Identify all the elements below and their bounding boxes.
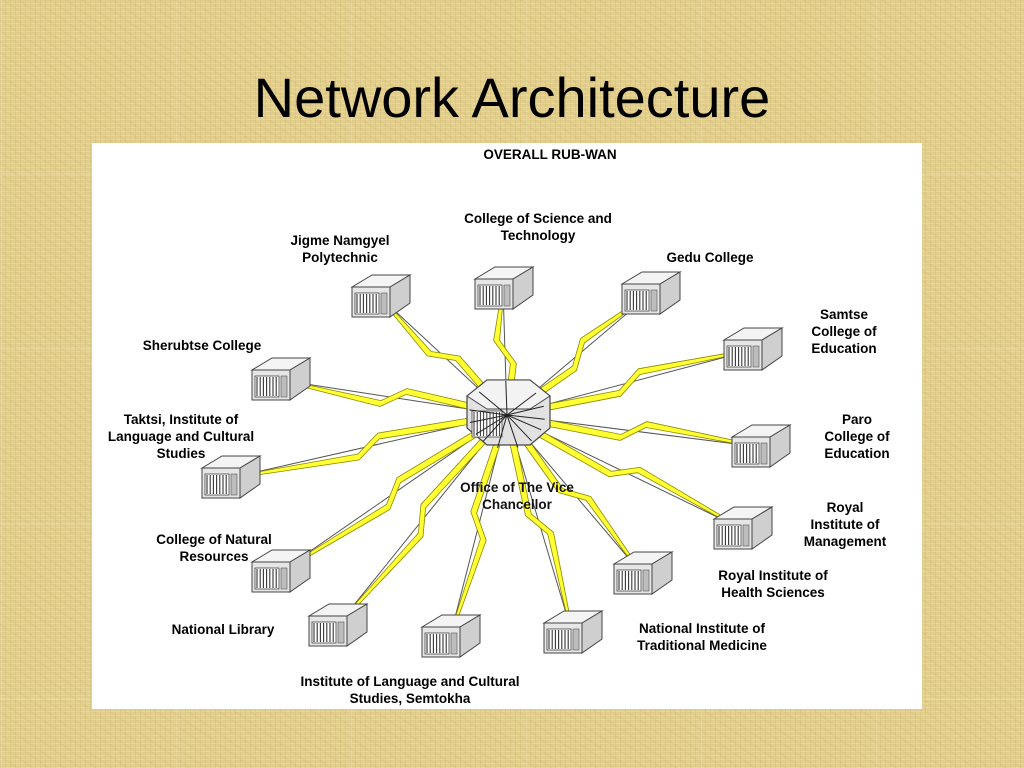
hub-fan-taktsi — [469, 414, 508, 424]
hub-fan-gedu — [506, 392, 537, 416]
node-label-samtse: Samtse College of Education — [811, 307, 877, 356]
server-icon-cnr — [250, 549, 312, 593]
hub-fan-jnp — [478, 391, 508, 416]
node-label-cst: College of Science and Technology — [464, 211, 612, 243]
hub-fan-natlib — [482, 414, 508, 442]
node-label-cnr: College of Natural Resources — [156, 532, 272, 564]
hub-fan-cnr — [475, 414, 508, 435]
node-label-jnp: Jigme Namgyel Polytechnic — [290, 233, 390, 265]
server-icon-taktsi — [200, 455, 262, 499]
node-label-gedu: Gedu College — [666, 250, 754, 265]
hub-fan-nitm — [506, 414, 519, 448]
server-icon-paro — [730, 424, 792, 468]
server-icon-sherubtse — [250, 357, 312, 401]
node-label-sherubtse: Sherubtse College — [142, 338, 262, 353]
server-icon-natlib — [307, 603, 369, 647]
node-label-ilcs: Institute of Language and Cultural Studi… — [300, 674, 520, 706]
server-icon-jnp — [350, 274, 412, 318]
server-icon-gedu — [620, 271, 682, 315]
network-diagram — [200, 266, 792, 658]
server-icon-rim — [712, 506, 774, 550]
hub-fan-cst — [505, 380, 508, 416]
hub-fan-rim — [506, 414, 542, 431]
server-icon-rihs — [612, 551, 674, 595]
node-label-rim: Royal Institute of Management — [803, 500, 887, 549]
node-label-rihs: Royal Institute of Health Sciences — [718, 568, 828, 600]
center-label: Office of The Vice Chancellor — [460, 480, 574, 512]
hub-fan-ilcs — [497, 414, 508, 449]
node-label-paro: Paro College of Education — [824, 412, 890, 461]
server-icon-samtse — [722, 327, 784, 371]
slide-title: Network Architecture — [253, 66, 771, 129]
server-icon-nitm — [542, 610, 604, 654]
hub-fan-samtse — [506, 405, 544, 416]
diagram-title: OVERALL RUB-WAN — [483, 147, 617, 162]
server-icon-cst — [473, 266, 535, 310]
hub-fan-sherubtse — [469, 409, 508, 416]
node-label-natlib: National Library — [171, 622, 275, 637]
node-label-taktsi: Taktsi, Institute of Language and Cultur… — [107, 412, 255, 461]
node-label-nitm: National Institute of Traditional Medici… — [637, 621, 767, 653]
hub-fan-paro — [506, 414, 545, 420]
hub-icon — [466, 379, 551, 446]
server-icon-ilcs — [420, 614, 482, 658]
hub-fan-rihs — [506, 414, 532, 442]
diagram-panel: OVERALL RUB-WAN College of Science and T… — [92, 143, 922, 709]
